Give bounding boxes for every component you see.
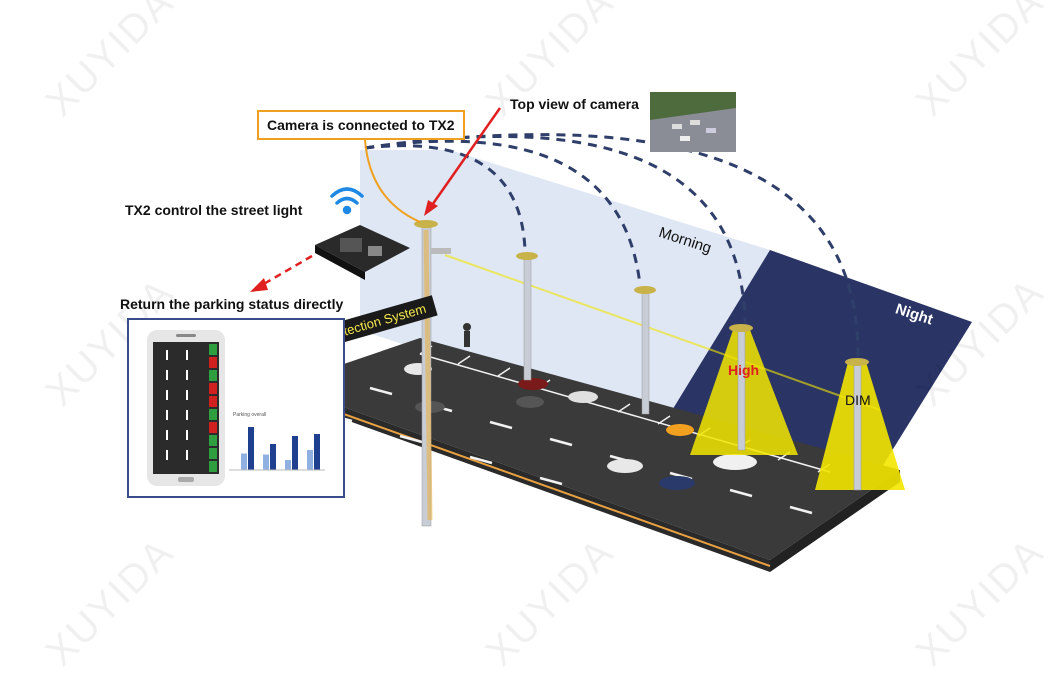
top-view-arrow [428, 107, 502, 209]
parking-slot-indicator [209, 461, 217, 472]
parking-status-panel: Parking overall [127, 318, 345, 498]
parking-slot-indicator [209, 409, 217, 420]
sensing-line [444, 254, 881, 411]
parking-slot-indicator [209, 383, 217, 394]
phone-bar-dark [314, 434, 320, 470]
camera-connected-label: Camera is connected to TX2 [257, 110, 465, 140]
phone-bar-dark [248, 427, 254, 470]
parking-slot-indicator [209, 435, 217, 446]
pedestrian [463, 323, 471, 347]
cars [404, 363, 757, 490]
tx2-board [315, 225, 410, 280]
phone-bar-dark [270, 444, 276, 470]
phone-bar-light [285, 460, 291, 470]
lane-dashes [329, 386, 813, 515]
camera-connector-line [364, 139, 421, 223]
phone-bar-light [241, 453, 247, 470]
wifi-icon [330, 187, 364, 215]
parking-slot-indicator [209, 396, 217, 407]
tx2-control-label: TX2 control the street light [125, 202, 303, 218]
parking-slot-indicator [209, 344, 217, 355]
top-view-label: Top view of camera [510, 96, 639, 112]
parking-slot-indicator [209, 357, 217, 368]
phone-chart-title: Parking overall [233, 412, 267, 418]
smart-parking-diagram [250, 92, 972, 572]
parking-slot-indicator [209, 422, 217, 433]
camera-top-view-image [650, 92, 736, 152]
dim-label: DIM [845, 392, 871, 408]
road-front [770, 470, 900, 572]
phone-bar-light [263, 454, 269, 470]
camera-arm [431, 248, 451, 254]
road-surface [282, 338, 900, 560]
phone-mockup [147, 330, 325, 486]
top-view-arrowhead [424, 200, 438, 216]
phone-bar-light [307, 450, 313, 470]
parking-slot-indicator [209, 448, 217, 459]
return-status-arrow [261, 254, 313, 287]
return-status-label: Return the parking status directly [120, 296, 344, 312]
phone-bar-dark [292, 436, 298, 470]
camera-vertical-beam [423, 229, 433, 521]
road-edge-line [281, 391, 771, 567]
return-status-arrowhead [250, 278, 268, 292]
parking-slot-indicator [209, 370, 217, 381]
high-label: High [728, 362, 760, 378]
